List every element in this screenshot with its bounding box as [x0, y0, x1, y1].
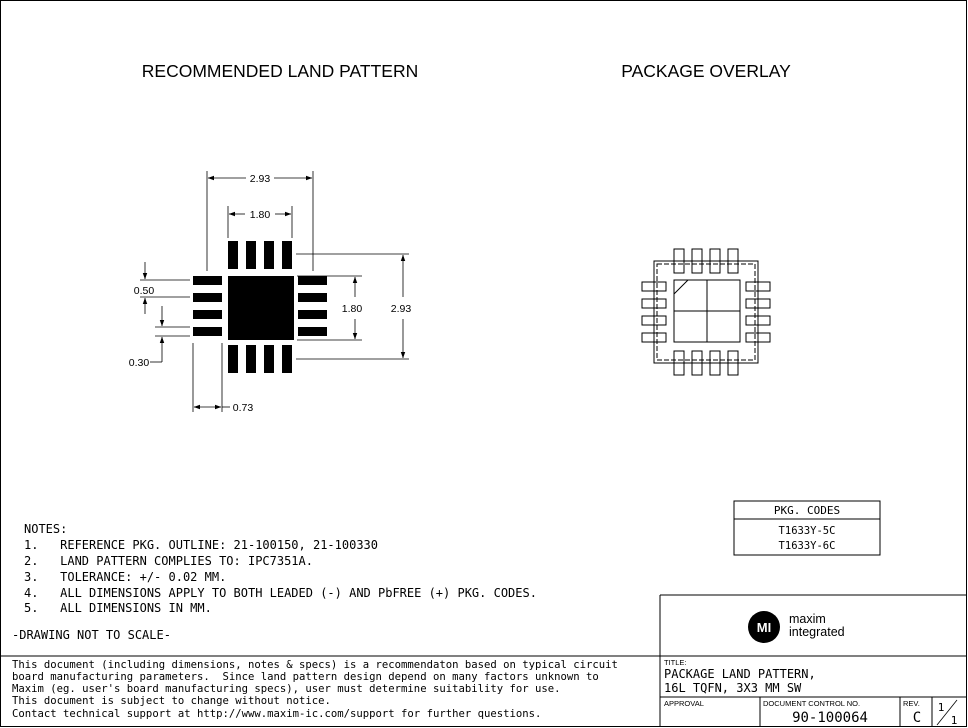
disclaimer-line: board manufacturing parameters. Since la…	[12, 671, 599, 683]
notes-block: NOTES: 1. REFERENCE PKG. OUTLINE: 21-100…	[12, 522, 537, 642]
right-pad	[298, 310, 327, 319]
overlay-top-lead	[673, 248, 685, 274]
note-item: 5. ALL DIMENSIONS IN MM.	[24, 601, 212, 615]
title-line: PACKAGE LAND PATTERN,	[664, 667, 816, 681]
heading-package-overlay: PACKAGE OVERLAY	[621, 61, 791, 81]
sheet-number: 1	[938, 701, 945, 714]
overlay-bottom-lead	[691, 350, 703, 376]
not-to-scale-note: -DRAWING NOT TO SCALE-	[12, 628, 171, 642]
sheet-total: 1	[951, 714, 958, 727]
overlay-bottom-lead	[727, 350, 739, 376]
dim-overall-width-label: 2.93	[250, 173, 271, 185]
maxim-logo-mark	[748, 611, 780, 643]
maxim-logo-line1: maxim	[789, 612, 826, 626]
overlay-top-lead	[691, 248, 703, 274]
disclaimer-line: This document (including dimensions, not…	[12, 659, 618, 671]
sheet-divider	[936, 699, 958, 726]
left-pad	[193, 276, 222, 285]
maxim-logo-line2: integrated	[789, 625, 845, 639]
note-item: 1. REFERENCE PKG. OUTLINE: 21-100150, 21…	[24, 538, 378, 552]
left-pad	[193, 327, 222, 336]
pin1-chamfer	[673, 279, 689, 295]
rev-value: C	[913, 710, 921, 726]
dim-lead-length	[192, 343, 230, 412]
overlay-left-lead	[641, 298, 667, 309]
frame-lines	[0, 594, 967, 727]
bottom-pad	[246, 345, 256, 373]
disclaimer-line: Contact technical support at http://www.…	[12, 708, 541, 720]
dim-lead-width-label: 0.30	[129, 357, 150, 369]
doc-number: 90-100064	[792, 710, 868, 726]
overlay-top-lead	[709, 248, 721, 274]
dim-pad-width	[227, 206, 293, 238]
left-pad	[193, 310, 222, 319]
dim-overall-width	[206, 171, 314, 271]
right-pad	[298, 276, 327, 285]
right-pad	[298, 293, 327, 302]
dim-overall-height-label: 2.93	[391, 303, 412, 315]
pkg-code-item: T1633Y-6C	[779, 540, 836, 552]
note-item: 2. LAND PATTERN COMPLIES TO: IPC7351A.	[24, 554, 313, 568]
rev-label: REV.	[903, 699, 920, 708]
heading-land-pattern: RECOMMENDED LAND PATTERN	[142, 61, 418, 81]
overlay-left-lead	[641, 332, 667, 343]
pkg-codes-table: PKG. CODES T1633Y-5C T1633Y-6C	[733, 500, 881, 556]
overlay-bottom-lead	[673, 350, 685, 376]
overlay-top-lead	[727, 248, 739, 274]
maxim-logo-mark-letters: MI	[757, 620, 771, 635]
disclaimer-line: This document is subject to change witho…	[12, 695, 331, 707]
overlay-left-lead	[641, 315, 667, 326]
dim-lead-length-label: 0.73	[233, 402, 254, 414]
dim-pitch-label: 0.50	[134, 285, 155, 297]
title-label: TITLE:	[664, 658, 687, 667]
top-pad	[228, 241, 238, 269]
left-pad	[193, 293, 222, 302]
note-item: 3. TOLERANCE: +/- 0.02 MM.	[24, 570, 226, 584]
disclaimer-block: This document (including dimensions, not…	[12, 659, 618, 720]
overlay-right-lead	[745, 298, 771, 309]
land-pattern-drawing: 2.93 1.80 1.80 2.93	[129, 171, 412, 414]
bottom-pad	[228, 345, 238, 373]
overlay-right-lead	[745, 332, 771, 343]
top-pad	[282, 241, 292, 269]
package-overlay-drawing	[641, 248, 771, 376]
title-line: 16L TQFN, 3X3 MM SW	[664, 681, 802, 695]
dim-pad-width-label: 1.80	[250, 209, 271, 221]
center-pad	[228, 276, 294, 340]
top-pad	[246, 241, 256, 269]
note-item: 4. ALL DIMENSIONS APPLY TO BOTH LEADED (…	[24, 586, 537, 600]
dim-lead-width	[150, 306, 190, 363]
dim-pad-height	[297, 275, 362, 341]
bottom-pad	[264, 345, 274, 373]
doc-control-label: DOCUMENT CONTROL NO.	[763, 699, 860, 708]
overlay-right-lead	[745, 281, 771, 292]
package-body-inner	[656, 263, 756, 361]
pkg-code-item: T1633Y-5C	[779, 525, 836, 537]
title-block: MI maxim integrated TITLE: PACKAGE LAND …	[664, 611, 957, 727]
overlay-bottom-lead	[709, 350, 721, 376]
notes-title: NOTES:	[24, 522, 67, 536]
pkg-codes-title: PKG. CODES	[774, 504, 840, 517]
maxim-logo: MI maxim integrated	[748, 611, 845, 643]
right-pad	[298, 327, 327, 336]
disclaimer-line: Maxim (eg. user's board manufacturing sp…	[12, 683, 561, 695]
top-pad	[264, 241, 274, 269]
overlay-right-lead	[745, 315, 771, 326]
bottom-pad	[282, 345, 292, 373]
dim-overall-height	[296, 253, 409, 360]
approval-label: APPROVAL	[664, 699, 704, 708]
dim-pad-height-label: 1.80	[342, 303, 363, 315]
package-body-outer	[653, 260, 759, 364]
overlay-left-lead	[641, 281, 667, 292]
dim-pitch	[140, 262, 190, 314]
